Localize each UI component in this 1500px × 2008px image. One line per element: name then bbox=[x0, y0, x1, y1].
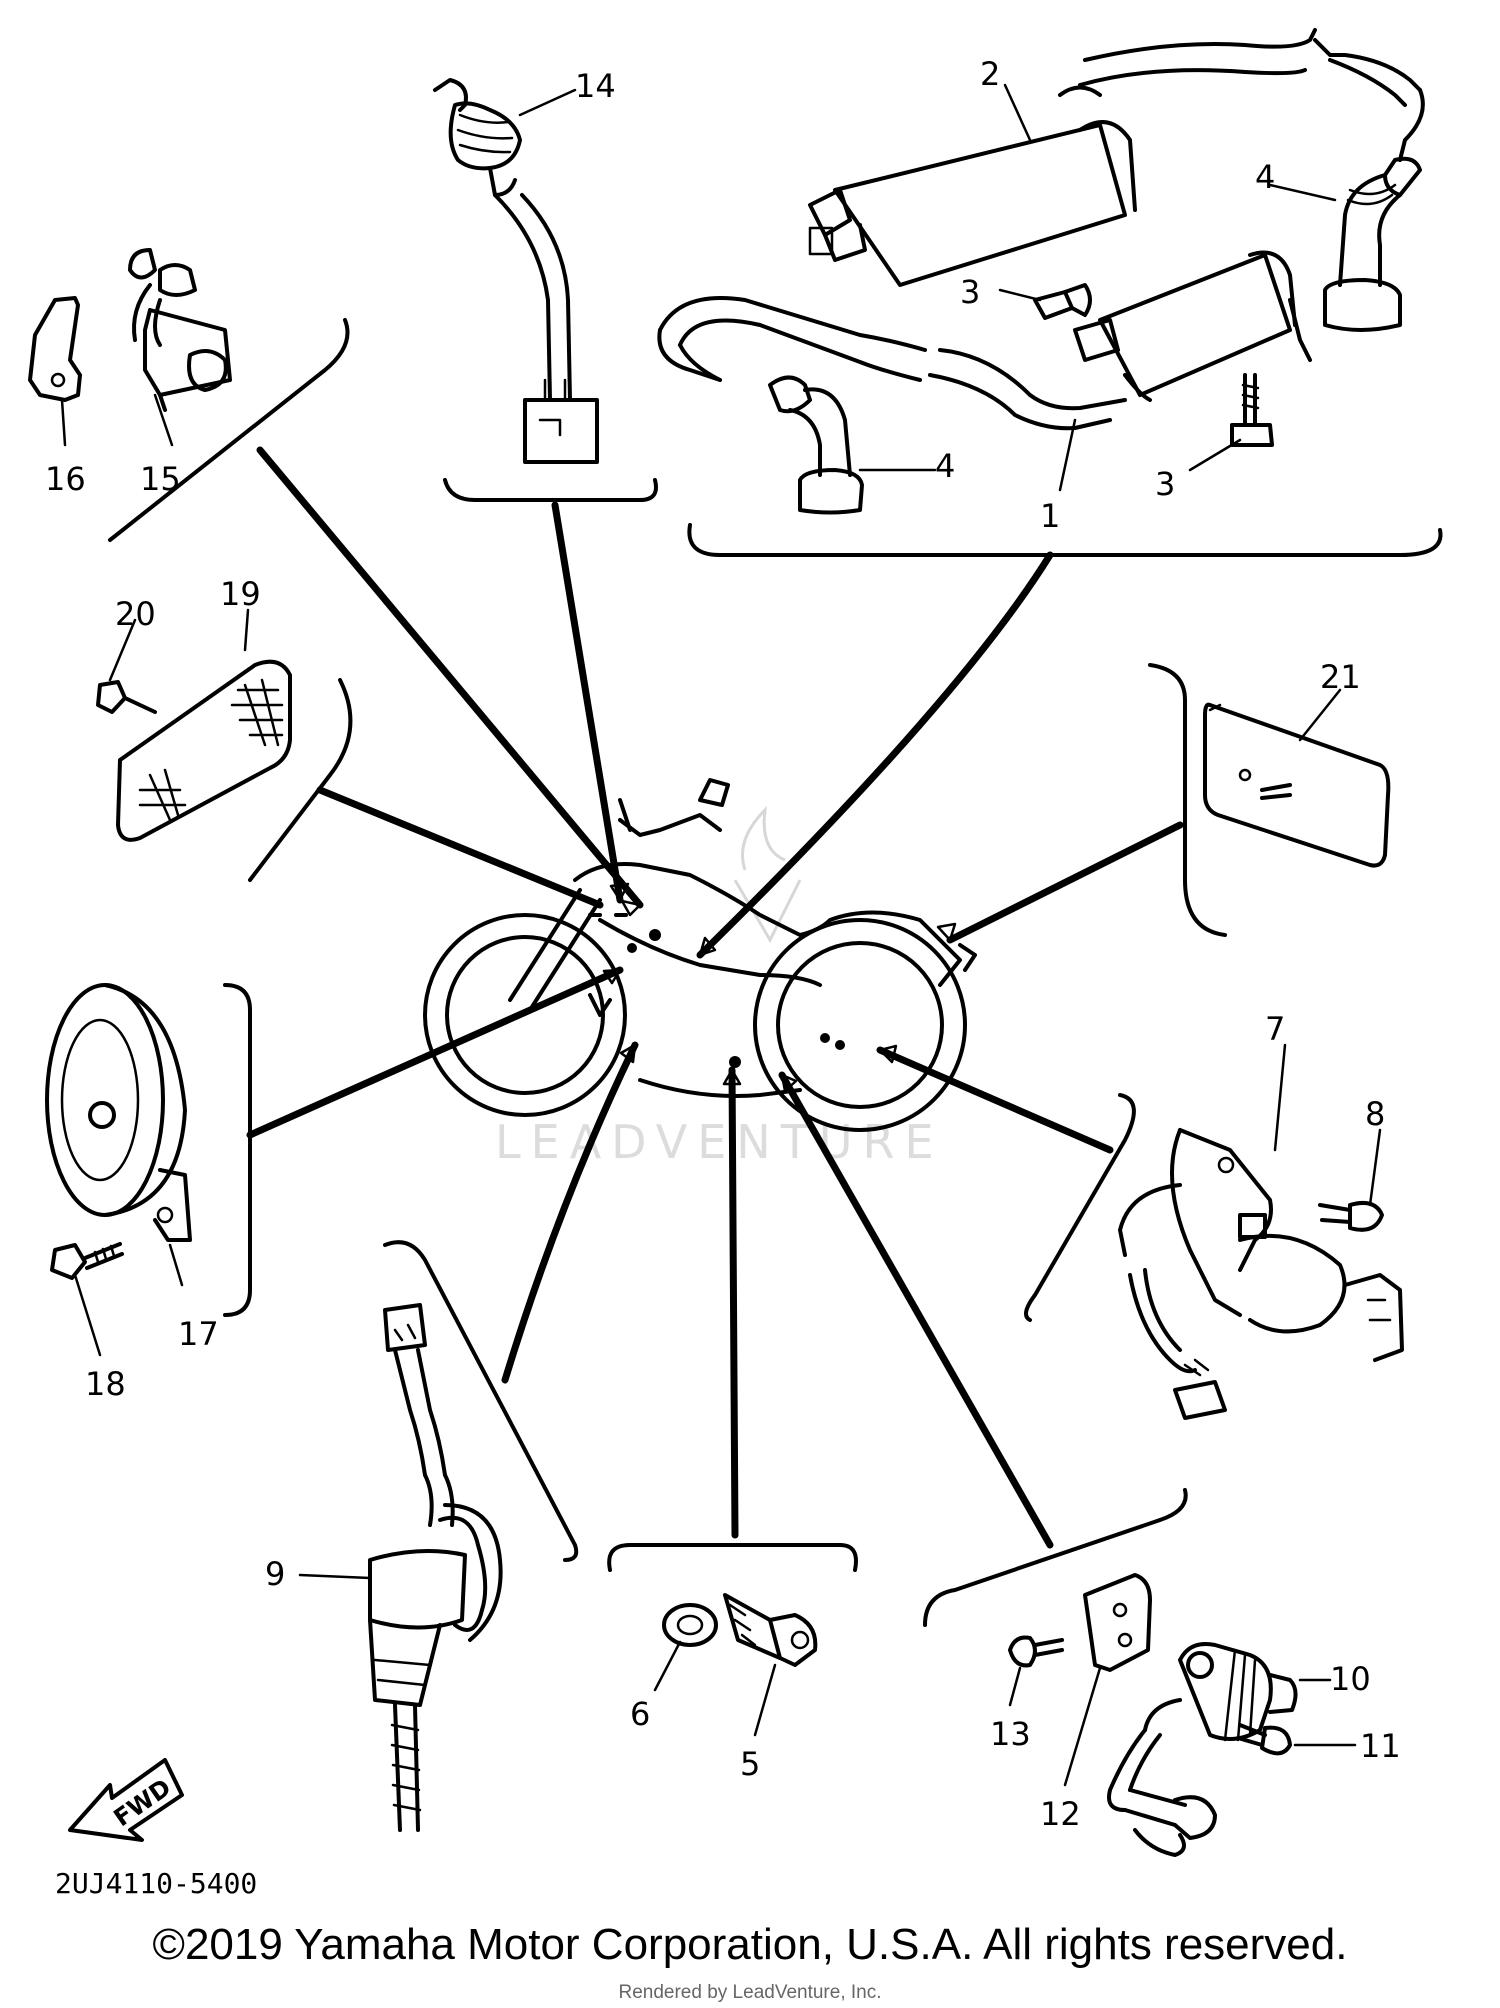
callout-14: 14 bbox=[575, 67, 616, 105]
callout-4-right: 4 bbox=[1255, 158, 1275, 196]
part-10-switch bbox=[1107, 1642, 1298, 1857]
part-9-sender bbox=[368, 1303, 503, 1832]
part-3-screw-upper bbox=[1033, 283, 1092, 320]
part-6-washer bbox=[662, 1603, 718, 1647]
part-5-screw bbox=[723, 1593, 818, 1667]
callout-8: 8 bbox=[1365, 1095, 1385, 1133]
callouts: 2 3 4 4 1 3 14 15 16 19 20 21 7 8 17 18 bbox=[45, 55, 1401, 1833]
part-16-bracket bbox=[28, 296, 82, 402]
callout-5: 5 bbox=[740, 1745, 760, 1783]
part-8-screw bbox=[1318, 1201, 1384, 1232]
callout-2: 2 bbox=[980, 55, 1000, 93]
callout-10: 10 bbox=[1330, 1660, 1371, 1698]
part-4-plug-cap-left bbox=[768, 375, 864, 515]
copyright-notice: ©2019 Yamaha Motor Corporation, U.S.A. A… bbox=[152, 1920, 1348, 1969]
callout-19: 19 bbox=[220, 575, 261, 613]
callout-3-upper: 3 bbox=[960, 273, 980, 311]
part-2-ignition-coil bbox=[808, 28, 1425, 287]
watermark-text: LEADVENTURE bbox=[495, 1115, 944, 1169]
part-code: 2UJ4110-5400 bbox=[55, 1867, 257, 1900]
part-13-bolt bbox=[1008, 1635, 1064, 1668]
rendered-by-note: Rendered by LeadVenture, Inc. bbox=[618, 1982, 882, 2003]
watermark: LEADVENTURE bbox=[495, 805, 944, 1169]
group-brackets bbox=[108, 318, 1443, 1627]
callout-7: 7 bbox=[1265, 1010, 1285, 1048]
callout-11: 11 bbox=[1360, 1727, 1401, 1765]
part-15-relay bbox=[128, 248, 232, 412]
part-19-reflector bbox=[116, 659, 292, 842]
callout-13: 13 bbox=[990, 1715, 1031, 1753]
callout-21: 21 bbox=[1320, 658, 1361, 696]
part-7-main-switch bbox=[1118, 1128, 1404, 1420]
callout-1: 1 bbox=[1040, 497, 1060, 535]
callout-20: 20 bbox=[115, 595, 156, 633]
part-14-switch bbox=[433, 78, 599, 464]
part-18-bolt bbox=[50, 1242, 124, 1280]
part-12-bracket bbox=[1083, 1573, 1152, 1672]
callout-3-lower: 3 bbox=[1155, 465, 1175, 503]
callout-6: 6 bbox=[630, 1695, 650, 1733]
callout-4-left: 4 bbox=[935, 447, 955, 485]
part-3-screw-lower bbox=[1230, 373, 1274, 447]
part-4-plug-cap-right bbox=[1323, 156, 1422, 332]
part-21-reflector bbox=[1203, 702, 1391, 868]
callout-9: 9 bbox=[265, 1555, 285, 1593]
callout-17: 17 bbox=[178, 1315, 219, 1353]
callout-18: 18 bbox=[85, 1365, 126, 1403]
part-1-ignition-coil-lower bbox=[657, 250, 1312, 431]
callout-15: 15 bbox=[140, 460, 181, 498]
leader-lines bbox=[246, 446, 1184, 1549]
callout-12: 12 bbox=[1040, 1795, 1081, 1833]
fwd-arrow: FWD bbox=[68, 1758, 184, 1842]
part-20-screw bbox=[96, 680, 157, 714]
callout-16: 16 bbox=[45, 460, 86, 498]
part-17-horn bbox=[45, 983, 192, 1242]
part-11-screw bbox=[1236, 1723, 1292, 1756]
motorcycle-outline bbox=[423, 778, 977, 1132]
